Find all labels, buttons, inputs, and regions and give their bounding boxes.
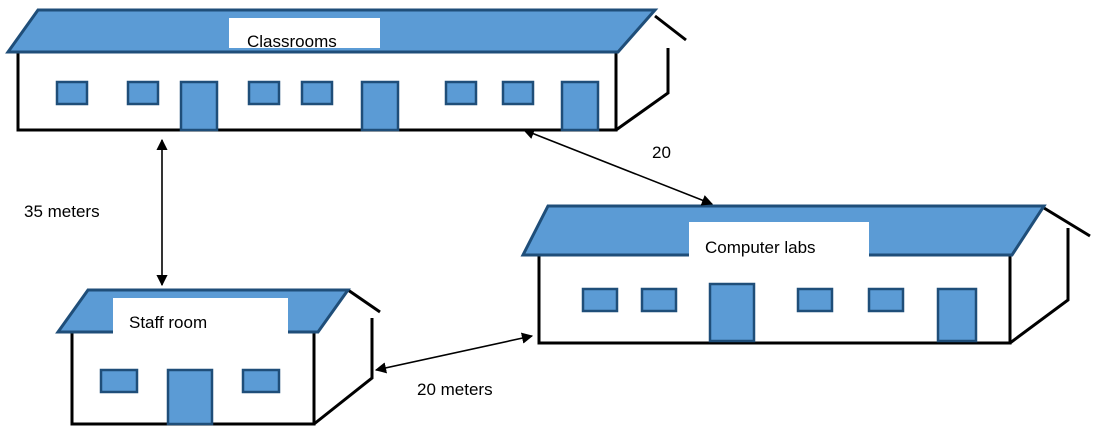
computer-labs-side-wall: [1009, 206, 1091, 345]
connection-staff-room-computer-labs: [374, 332, 534, 374]
staff-room-window: [99, 368, 139, 394]
computer-labs-door: [708, 282, 756, 343]
classrooms-window: [300, 80, 334, 106]
staff-room-window: [241, 368, 281, 394]
classrooms-door: [360, 80, 400, 132]
distance-label-staff-room-computer-labs: 20 meters: [417, 380, 493, 399]
classrooms-window: [126, 80, 160, 106]
classrooms-door: [179, 80, 219, 132]
distance-label-classrooms-staff-room: 35 meters: [24, 202, 100, 221]
classrooms-side-wall: [615, 14, 687, 132]
classrooms-label: Classrooms: [229, 18, 380, 50]
connection-classrooms-computer-labs: [522, 128, 714, 206]
classrooms-window: [444, 80, 478, 106]
computer-labs-label: Computer labs: [689, 222, 869, 266]
staff-room-label: Staff room: [113, 298, 288, 338]
computer-labs-window: [796, 287, 834, 313]
distance-label-classrooms-computer-labs: 20: [652, 143, 671, 162]
staff-room-door: [166, 368, 214, 426]
computer-labs-window: [640, 287, 678, 313]
classrooms-window: [247, 80, 281, 106]
classrooms-window: [55, 80, 89, 106]
computer-labs-door: [936, 287, 978, 343]
classrooms-building: [5, 8, 687, 132]
computer-labs-window: [581, 287, 619, 313]
staff-room-side-wall: [313, 288, 381, 426]
classrooms-window: [501, 80, 535, 106]
classrooms-door: [560, 80, 600, 132]
computer-labs-window: [867, 287, 905, 313]
